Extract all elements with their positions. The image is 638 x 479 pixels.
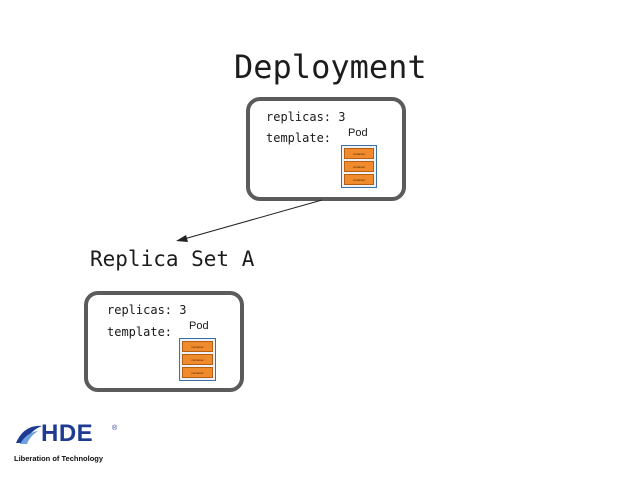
deployment-replicas: replicas: 3 [266, 110, 346, 124]
hde-logo: HDE ® Liberation of Technology [14, 420, 126, 465]
deployment-pod: container container container [341, 145, 377, 188]
replicaset-pod: container container container [179, 338, 216, 381]
hde-swoosh-icon [16, 425, 42, 444]
deployment-pod-label: Pod [348, 127, 368, 139]
container-block: container [182, 341, 213, 352]
container-block: container [344, 161, 374, 172]
container-block: container [182, 367, 213, 378]
replicaset-title: Replica Set A [90, 247, 255, 271]
logo-tagline: Liberation of Technology [14, 454, 104, 463]
replicaset-template-label: template: [107, 325, 173, 339]
container-block: container [344, 148, 374, 159]
arrowhead-icon [176, 235, 188, 242]
container-block: container [344, 174, 374, 185]
replicaset-box [84, 291, 244, 392]
deployment-box [246, 97, 406, 201]
logo-registered-mark: ® [112, 425, 118, 432]
deployment-title: Deployment [234, 48, 427, 86]
replicaset-replicas: replicas: 3 [107, 303, 187, 317]
container-block: container [182, 354, 213, 365]
deployment-template-label: template: [266, 131, 332, 145]
logo-brand: HDE [41, 420, 94, 447]
replicaset-pod-label: Pod [189, 320, 209, 332]
